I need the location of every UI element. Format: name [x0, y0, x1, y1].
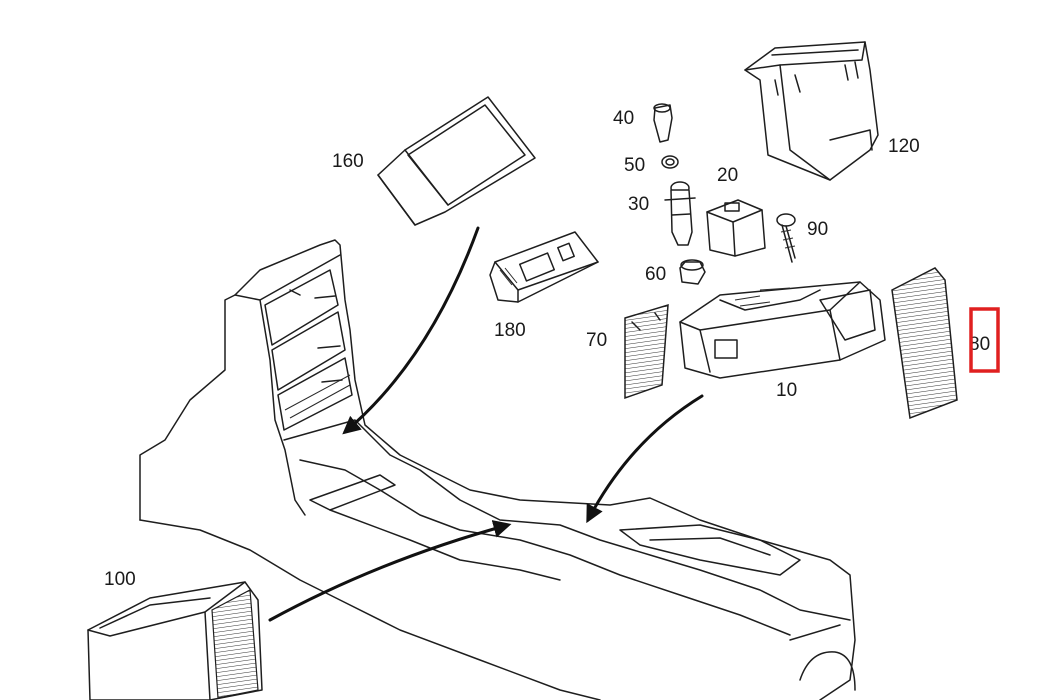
- label-120: 120: [888, 136, 920, 157]
- arrow-160-to-console: [342, 226, 480, 435]
- part-120-box: [744, 41, 879, 181]
- label-90: 90: [807, 219, 828, 240]
- part-30-socket: [664, 181, 696, 246]
- part-160-cover: [377, 96, 536, 226]
- part-20-switch: [706, 199, 766, 257]
- label-70: 70: [586, 330, 607, 351]
- part-40-plug: [653, 103, 673, 143]
- label-80: 80: [969, 334, 990, 355]
- label-20: 20: [717, 165, 738, 186]
- part-90-screw: [776, 213, 796, 263]
- arrow-100-to-console: [268, 520, 512, 622]
- part-10-tray: [679, 281, 886, 379]
- part-60-cap: [679, 259, 706, 285]
- highlight-box-80: [969, 307, 1000, 373]
- center-console: [139, 239, 856, 700]
- label-10: 10: [776, 380, 797, 401]
- assembly-arrows: [268, 226, 704, 622]
- part-100-vent: [87, 581, 263, 700]
- label-60: 60: [645, 264, 666, 285]
- label-100: 100: [104, 569, 136, 590]
- part-180-switch-panel: [489, 231, 599, 303]
- label-160: 160: [332, 151, 364, 172]
- part-80-grille: [891, 267, 958, 420]
- label-30: 30: [628, 194, 649, 215]
- label-40: 40: [613, 108, 634, 129]
- part-labels: 160 40 50 30 20 120 90 60 180 70 10 80 1…: [104, 108, 990, 590]
- label-180: 180: [494, 320, 526, 341]
- arrow-10-to-console: [586, 394, 704, 524]
- label-50: 50: [624, 155, 645, 176]
- part-50-ring: [661, 155, 679, 169]
- part-70-grille: [624, 303, 669, 400]
